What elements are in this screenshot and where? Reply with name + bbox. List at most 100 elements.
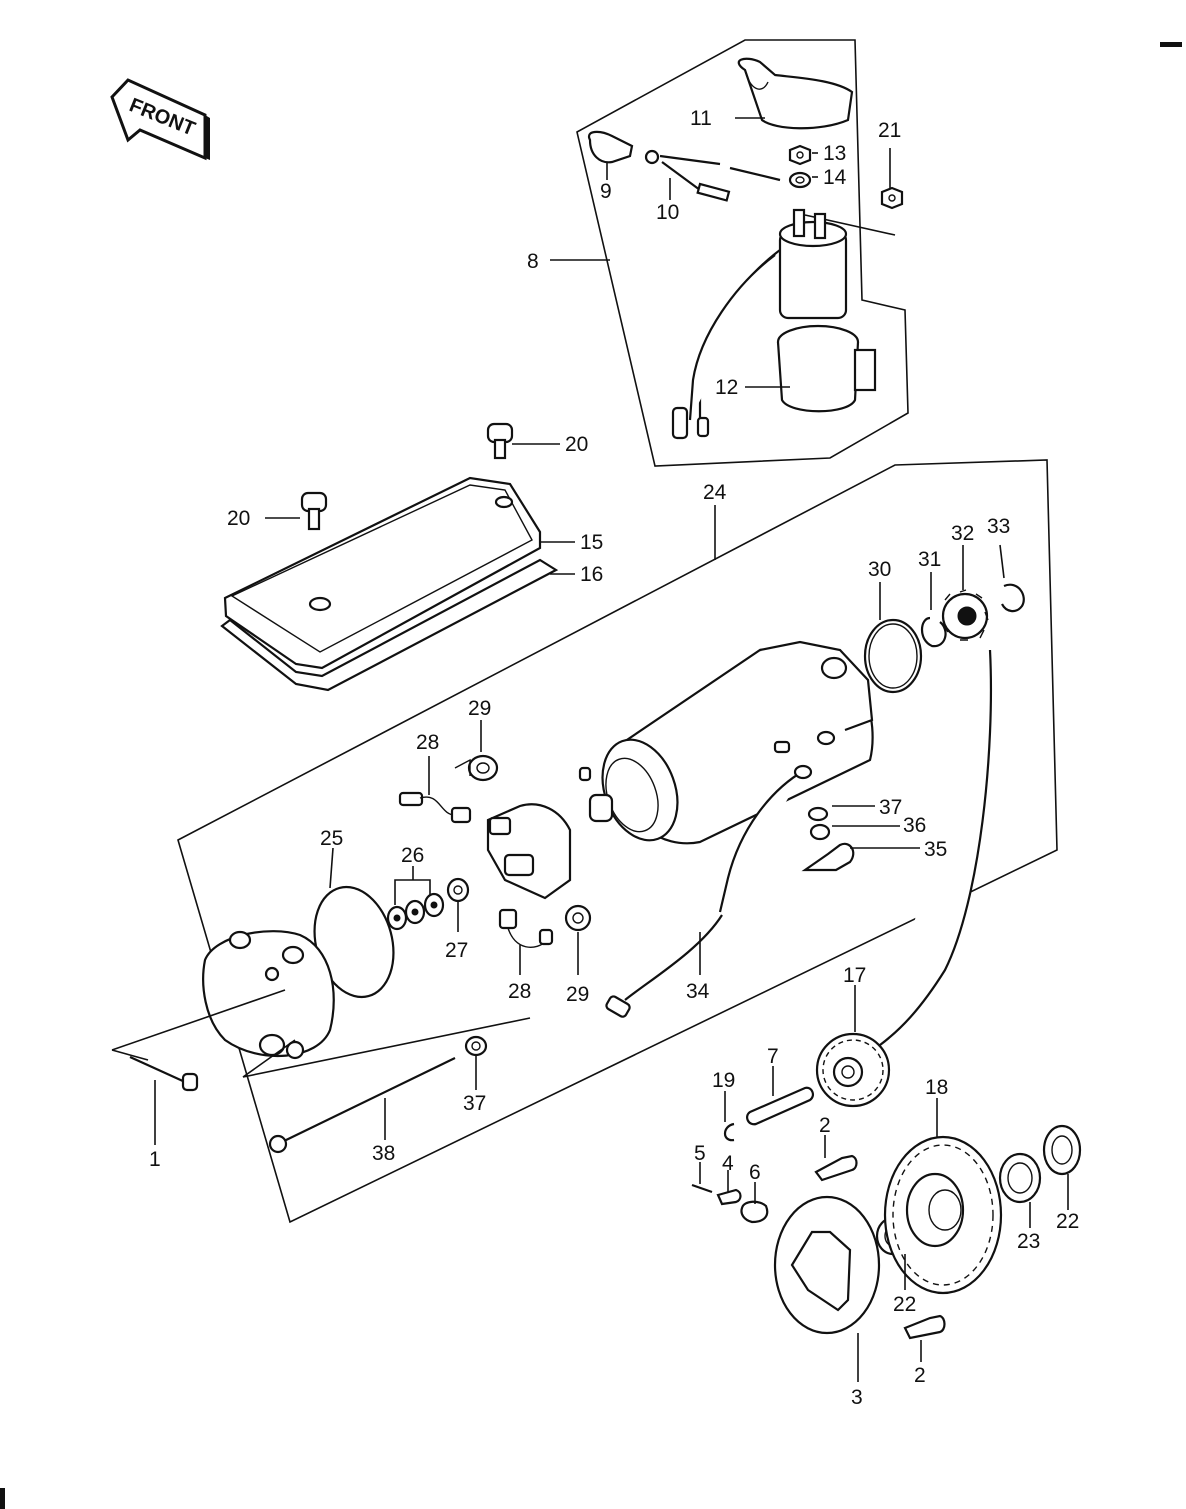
brush-spring-29-bottom [564, 904, 592, 932]
leader-lines [154, 117, 1069, 1382]
callout-13: 13 [823, 142, 846, 165]
callout-35: 35 [924, 838, 947, 861]
front-arrow-icon: FRONT [110, 78, 210, 161]
starter-assembly-outline [177, 459, 1058, 1224]
pin-4 [716, 1188, 742, 1206]
callout-25: 25 [320, 827, 343, 850]
guide-line-4 [242, 1039, 296, 1078]
callout-24: 24 [703, 481, 727, 504]
bolt-2-top [814, 1154, 858, 1182]
brush-28-bottom [498, 908, 554, 948]
starter-lead-wire [644, 149, 781, 202]
callout-36: 36 [903, 814, 926, 837]
callout-20b: 20 [227, 507, 250, 530]
nut-36 [809, 823, 831, 841]
callout-12: 12 [715, 376, 738, 399]
callout-2a: 2 [819, 1114, 831, 1137]
starter-clutch-3 [773, 1195, 881, 1335]
roller-6 [740, 1200, 769, 1224]
callout-16: 16 [580, 563, 603, 586]
brush-spring-29-top [454, 754, 499, 782]
needle-bearing-23 [998, 1152, 1042, 1204]
starter-relay-body [671, 208, 848, 440]
terminal-bolt-35 [801, 842, 855, 872]
callout-31: 31 [918, 548, 941, 571]
bolt-20-top [486, 422, 514, 460]
o-ring-30 [863, 618, 923, 694]
cover-15 [223, 476, 542, 670]
callout-37a: 37 [879, 796, 902, 819]
corner-mark-bottom-left [0, 1488, 5, 1509]
relay-rubber-holder [776, 324, 877, 413]
washer-22-rear [1042, 1124, 1082, 1176]
shaft-7 [746, 1086, 814, 1126]
callout-3: 3 [851, 1386, 863, 1409]
washer-37-top [807, 806, 829, 822]
set-screw-5 [691, 1183, 713, 1194]
callout-22a: 22 [893, 1293, 916, 1316]
brush-28-top [398, 791, 472, 824]
callout-22b: 22 [1056, 1210, 1079, 1233]
end-cover [202, 930, 335, 1060]
washer-27 [446, 877, 470, 903]
drive-chain [879, 649, 993, 1046]
callout-29b: 29 [566, 983, 589, 1006]
callout-numbers: 1 2 2 3 4 5 6 7 8 9 10 11 12 13 14 15 16… [149, 107, 1079, 1409]
sprocket-17 [815, 1032, 891, 1108]
callout-1: 1 [149, 1148, 161, 1171]
circlip-31 [920, 616, 947, 648]
callout-18: 18 [925, 1076, 948, 1099]
gasket-16 [220, 558, 559, 692]
brush-holder-plate [486, 803, 572, 900]
shim-set-26 [386, 892, 445, 931]
callout-34: 34 [686, 980, 710, 1003]
callout-11: 11 [690, 107, 712, 130]
sprocket-18 [883, 1135, 1003, 1295]
terminal-boot [587, 130, 634, 164]
callout-32: 32 [951, 522, 974, 545]
callout-28a: 28 [416, 731, 439, 754]
callout-8: 8 [527, 250, 539, 273]
callout-19: 19 [712, 1069, 735, 1092]
bolt-1 [129, 1055, 199, 1092]
callout-5: 5 [694, 1142, 706, 1165]
nut-21 [880, 186, 904, 210]
callout-17: 17 [843, 964, 866, 987]
circlip-33 [1001, 583, 1025, 613]
lead-wire-34 [605, 764, 813, 1018]
nut-13 [788, 144, 812, 166]
callout-29a: 29 [468, 697, 491, 720]
washer-14 [788, 171, 812, 189]
pinion-gear-32 [941, 589, 989, 641]
callout-7: 7 [767, 1045, 779, 1068]
bolt-2-bottom [903, 1314, 946, 1340]
starter-motor-yoke [578, 640, 874, 845]
circlip-19 [723, 1122, 735, 1142]
solenoid-assembly-outline [576, 39, 909, 467]
callout-30: 30 [868, 558, 891, 581]
callout-9: 9 [600, 180, 612, 203]
callout-27: 27 [445, 939, 468, 962]
callout-21: 21 [878, 119, 901, 142]
callout-26: 26 [401, 844, 424, 867]
callout-28b: 28 [508, 980, 531, 1003]
callout-37b: 37 [463, 1092, 486, 1115]
starter-cover-cap [737, 57, 854, 130]
bolt-20-left [300, 491, 328, 531]
callout-10: 10 [656, 201, 679, 224]
callout-6: 6 [749, 1161, 761, 1184]
guide-line-1 [111, 989, 286, 1051]
through-bolt-38 [268, 1057, 456, 1154]
callout-2b: 2 [914, 1364, 926, 1387]
callout-14: 14 [823, 166, 847, 189]
callout-38: 38 [372, 1142, 395, 1165]
callout-4: 4 [722, 1152, 734, 1175]
callout-33: 33 [987, 515, 1010, 538]
guide-line-3 [242, 1017, 531, 1078]
washer-37-bottom [464, 1035, 488, 1057]
callout-23: 23 [1017, 1230, 1040, 1253]
guide-line-2 [111, 1049, 149, 1061]
callout-15: 15 [580, 531, 603, 554]
callout-20a: 20 [565, 433, 588, 456]
